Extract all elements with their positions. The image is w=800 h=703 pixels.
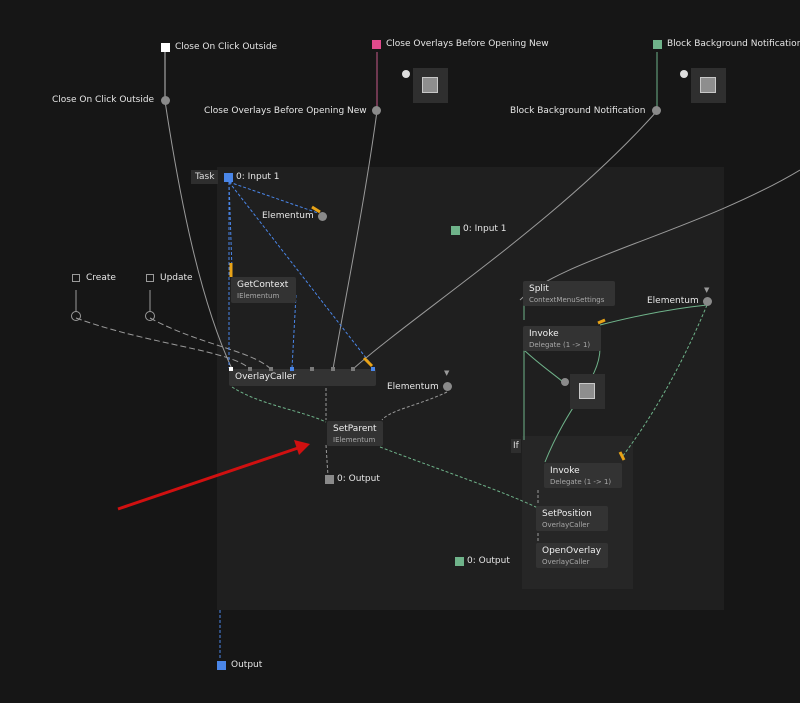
overlay-caller-title: OverlayCaller — [235, 372, 297, 382]
invoke-if-node[interactable]: Invoke Delegate (1 -> 1) — [544, 463, 622, 488]
open-overlay-node[interactable]: OpenOverlay OverlayCaller — [536, 543, 608, 568]
close-overlays-input-label: Close Overlays Before Opening New — [386, 39, 549, 49]
split-title: Split — [529, 284, 549, 294]
get-context-node[interactable]: GetContext IElementum — [231, 277, 296, 303]
invoke-top-title: Invoke — [529, 329, 559, 339]
overlay-caller-node[interactable]: OverlayCaller — [229, 369, 376, 386]
set-parent-title: SetParent — [333, 424, 377, 434]
if-output-port[interactable] — [455, 557, 464, 566]
param-close-overlays-label: Close Overlays Before Opening New — [204, 106, 367, 116]
set-position-node[interactable]: SetPosition OverlayCaller — [536, 506, 608, 531]
task-region — [217, 167, 724, 610]
invoke-if-title: Invoke — [550, 466, 580, 476]
if-output-label: 0: Output — [467, 556, 510, 566]
inner-input-label: 0: Input 1 — [463, 224, 507, 234]
elementum-top-label: Elementum — [262, 211, 314, 221]
block-notification-input-label: Block Background Notification — [667, 39, 800, 49]
set-parent-node[interactable]: SetParent IElementum — [327, 421, 383, 446]
update-checkbox[interactable] — [146, 274, 154, 282]
elementum-right-label: Elementum — [647, 296, 699, 306]
get-context-title: GetContext — [237, 280, 289, 290]
create-checkbox-label: Create — [86, 273, 116, 283]
param-close-click-outside-label: Close On Click Outside — [52, 95, 155, 105]
open-overlay-title: OpenOverlay — [542, 546, 602, 556]
final-output-label: Output — [231, 660, 263, 670]
task-input-port[interactable] — [224, 173, 233, 182]
preview-toggle-icon[interactable] — [561, 378, 569, 386]
param-block-notification-port[interactable] — [652, 106, 661, 115]
close-click-outside-input-label: Close On Click Outside — [175, 42, 278, 52]
task-output-port[interactable] — [325, 475, 334, 484]
create-port[interactable] — [71, 311, 81, 321]
param-close-click-outside-port[interactable] — [161, 96, 170, 105]
inner-input-port[interactable] — [451, 226, 460, 235]
elementum-middle-label: Elementum — [387, 382, 439, 392]
preview-square-icon — [691, 68, 726, 103]
update-checkbox-label: Update — [160, 273, 193, 283]
elementum-middle-port[interactable] — [443, 382, 452, 391]
set-parent-sub: IElementum — [333, 436, 376, 444]
chevron-down-icon[interactable]: ▼ — [704, 286, 710, 294]
invoke-top-sub: Delegate (1 -> 1) — [529, 341, 591, 349]
preview-toggle-icon[interactable] — [680, 70, 688, 78]
set-position-title: SetPosition — [542, 509, 592, 519]
if-tag: If — [511, 439, 521, 453]
task-output-label: 0: Output — [337, 474, 380, 484]
elementum-right-port[interactable] — [703, 297, 712, 306]
split-sub: ContextMenuSettings — [529, 296, 605, 304]
open-overlay-sub: OverlayCaller — [542, 558, 590, 566]
preview-square-icon — [570, 374, 605, 409]
close-overlays-input-icon[interactable] — [372, 40, 381, 49]
set-position-sub: OverlayCaller — [542, 521, 590, 529]
close-click-outside-input-icon[interactable] — [161, 43, 170, 52]
task-input-label: 0: Input 1 — [236, 172, 280, 182]
final-output-port[interactable] — [217, 661, 226, 670]
red-arrow-icon — [117, 440, 310, 511]
create-checkbox[interactable] — [72, 274, 80, 282]
chevron-down-icon[interactable]: ▼ — [444, 369, 450, 377]
param-close-overlays-port[interactable] — [372, 106, 381, 115]
block-notification-input-icon[interactable] — [653, 40, 662, 49]
param-block-notification-label: Block Background Notification — [510, 106, 646, 116]
task-tag: Task — [191, 170, 219, 184]
invoke-top-node[interactable]: Invoke Delegate (1 -> 1) — [523, 326, 601, 351]
split-node[interactable]: Split ContextMenuSettings — [523, 281, 615, 306]
update-port[interactable] — [145, 311, 155, 321]
invoke-if-sub: Delegate (1 -> 1) — [550, 478, 612, 486]
preview-toggle-icon[interactable] — [402, 70, 410, 78]
preview-square-icon — [413, 68, 448, 103]
get-context-sub: IElementum — [237, 292, 280, 300]
elementum-top-port[interactable] — [318, 212, 327, 221]
